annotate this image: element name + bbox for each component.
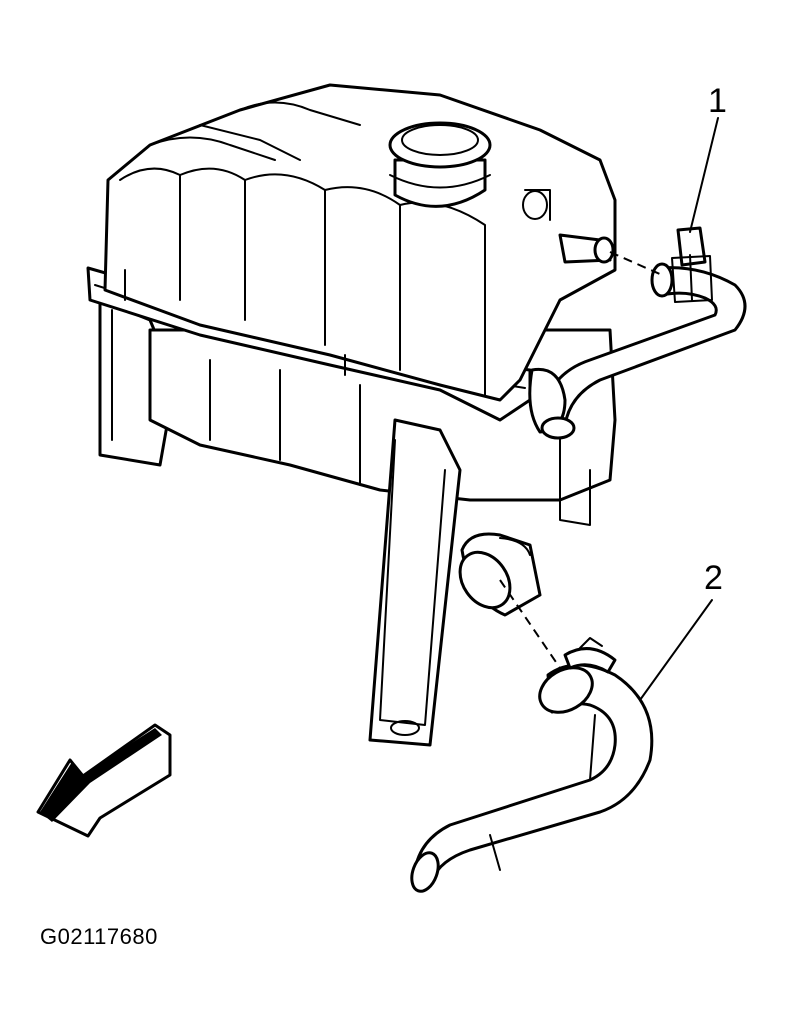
center-mount-bracket [368, 418, 462, 747]
callout-1: 1 [708, 82, 727, 120]
assembly-lines [499, 251, 663, 669]
lower-outlet-port [458, 532, 542, 617]
filler-cap [388, 121, 492, 208]
figure-id: G02117680 [40, 924, 158, 949]
upper-outlet-port [522, 189, 615, 264]
tank-upper-half [103, 83, 617, 402]
callout-2: 2 [704, 559, 723, 597]
hose-1 [528, 226, 747, 440]
hose-2 [410, 637, 654, 893]
leader-lines [639, 117, 719, 701]
front-direction-arrow-icon [36, 723, 172, 838]
